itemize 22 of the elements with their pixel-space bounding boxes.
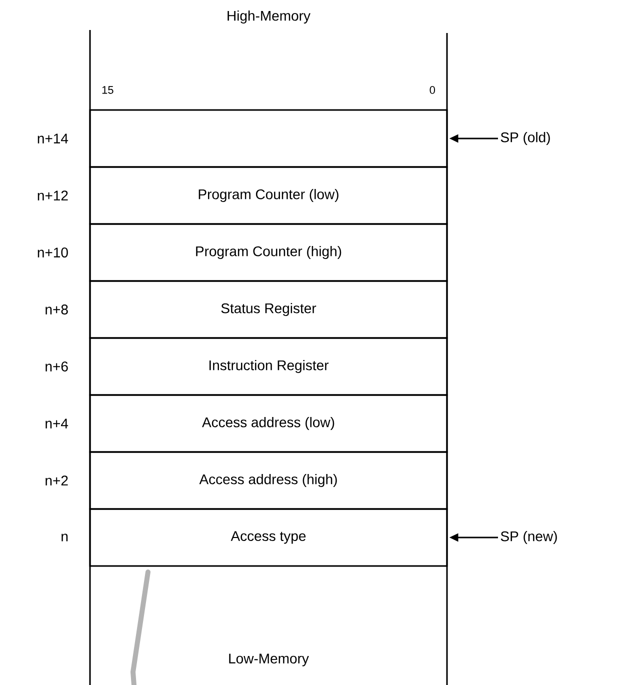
address-label: n+14 (38, 134, 68, 144)
address-label: n+8 (46, 304, 68, 314)
address-label: n+6 (46, 362, 68, 372)
memory-cell (89, 109, 448, 168)
memory-label: 15 (102, 86, 114, 94)
memory-cell: Program Counter (low) (89, 166, 448, 225)
memory-cell: Status Register (89, 280, 448, 339)
memory-cell: Access type (89, 508, 448, 567)
memory-label: Low-Memory (229, 654, 309, 666)
memory-cell: Instruction Register (89, 337, 448, 396)
memory-label: High-Memory (228, 10, 310, 24)
memory-cell: Access address (high) (89, 451, 448, 510)
address-label: n+10 (38, 248, 68, 258)
address-label: n+2 (46, 476, 68, 486)
address-label: n+4 (46, 418, 68, 428)
address-label: n+12 (38, 190, 68, 200)
pointer-label: SP (old) (500, 132, 550, 146)
memory-cell: Access address (low) (89, 394, 448, 453)
address-label: n (62, 534, 68, 542)
memory-label: 0 (430, 86, 436, 94)
memory-cell: Program Counter (high) (89, 223, 448, 282)
pointer-label: SP (new) (500, 530, 557, 544)
